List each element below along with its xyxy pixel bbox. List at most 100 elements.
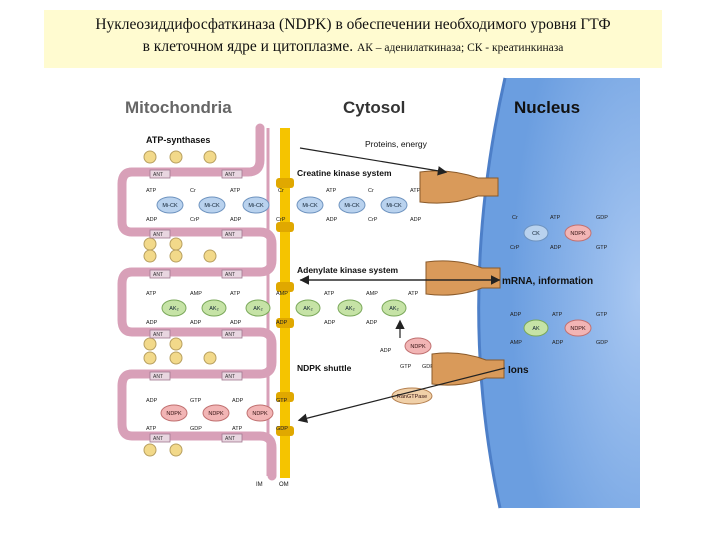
metabolite-adp: ADP: [550, 245, 562, 251]
enzyme-mi-ck: Mi-CK: [302, 203, 318, 209]
metabolite-adp: ADP: [380, 348, 392, 354]
metabolite-adp: ADP: [510, 312, 522, 318]
ant-label: ANT: [153, 232, 163, 238]
ck-enzymes: [156, 196, 549, 242]
enzyme-mi-ck: Mi-CK: [386, 203, 402, 209]
enzyme-mi-ck: Mi-CK: [204, 203, 220, 209]
ant-label: ANT: [225, 436, 235, 442]
nuclear-envelope: [477, 77, 507, 509]
metabolite-adp: ADP: [230, 320, 242, 326]
metabolite-atp: ATP: [324, 291, 335, 297]
header-nucleus: Nucleus: [514, 98, 580, 117]
metabolite-gdp: GDP: [596, 215, 608, 221]
metabolite-atp: ATP: [146, 291, 157, 297]
metabolite-atp: ATP: [550, 215, 561, 221]
metabolite-atp: ATP: [230, 188, 241, 194]
metabolite-gdp: GDP: [190, 426, 202, 432]
label-ran-gtpase: RanGTPase: [397, 394, 427, 400]
label-ck-system: Creatine kinase system: [297, 168, 392, 178]
metabolite-gtp: GTP: [276, 398, 288, 404]
inner-membrane: [117, 123, 277, 481]
enzyme-mi-ck: Mi-CK: [344, 203, 360, 209]
enzyme-ak2: AK₂: [303, 306, 312, 312]
caption-line-2: в клеточном ядре и цитоплазме. АК – аден…: [50, 36, 656, 59]
nuclear-pores: [419, 170, 505, 386]
ran-gtpase: [391, 387, 433, 405]
metabolite-adp: ADP: [326, 217, 338, 223]
label-om: OM: [279, 482, 289, 488]
nucleus-region: [478, 78, 640, 508]
ant-label: ANT: [225, 232, 235, 238]
atp-synthases: [143, 150, 217, 457]
metabolite-cr: Cr: [190, 188, 196, 194]
metabolite-gtp: GTP: [190, 398, 202, 404]
ant-label: ANT: [153, 436, 163, 442]
label-mrna: mRNA, information: [502, 276, 593, 287]
metabolite-gtp: GTP: [596, 245, 608, 251]
enzyme-ak-nucleus: AK: [532, 326, 540, 332]
metabolite-adp: ADP: [230, 217, 242, 223]
metabolite-amp: AMP: [366, 291, 378, 297]
metabolite-atp: ATP: [552, 312, 563, 318]
enzyme-mi-ck: Mi-CK: [162, 203, 178, 209]
metabolite-adp: ADP: [324, 320, 336, 326]
enzyme-ak2: AK₂: [345, 306, 354, 312]
metabolite-atp: ATP: [410, 188, 421, 194]
enzyme-ndpk-nucleus: NDPK: [570, 326, 586, 332]
enzyme-ck-nucleus: CK: [532, 231, 540, 237]
metabolite-atp: ATP: [146, 426, 157, 432]
label-ak-system: Adenylate kinase system: [297, 265, 399, 275]
metabolite-cr: Cr: [278, 188, 284, 194]
ant-transporters: [149, 169, 243, 443]
ant-label: ANT: [225, 272, 235, 278]
ndpk-enzymes: [160, 224, 592, 422]
caption-main: в клеточном ядре и цитоплазме.: [142, 38, 354, 55]
metabolite-adp: ADP: [146, 217, 158, 223]
metabolite-amp: AMP: [276, 291, 288, 297]
metabolite-adp: ADP: [276, 320, 288, 326]
metabolite-atp: ATP: [232, 426, 243, 432]
metabolite-crp: CrP: [368, 217, 378, 223]
metabolite-atp: ATP: [230, 291, 241, 297]
metabolite-adp: ADP: [146, 320, 158, 326]
metabolite-atp: ATP: [408, 291, 419, 297]
metabolite-adp: ADP: [146, 398, 158, 404]
ant-label: ANT: [225, 172, 235, 178]
enzyme-ak2: AK₂: [253, 306, 262, 312]
metabolite-gdp: GDP: [596, 340, 608, 346]
enzyme-ndpk: NDPK: [166, 411, 182, 417]
enzyme-ndpk-nucleus: NDPK: [570, 231, 586, 237]
metabolite-gtp: GTP: [400, 364, 412, 370]
metabolite-adp: ADP: [552, 340, 564, 346]
header-cytosol: Cytosol: [343, 98, 405, 117]
metabolite-crp: CrP: [190, 217, 200, 223]
arrows: [297, 147, 506, 423]
metabolite-adp: ADP: [366, 320, 378, 326]
ant-label: ANT: [153, 332, 163, 338]
metabolite-adp: ADP: [232, 398, 244, 404]
metabolite-crp: CrP: [510, 245, 520, 251]
metabolite-crp: CrP: [276, 217, 286, 223]
vdac-channel: [280, 128, 290, 478]
metabolite-amp: AMP: [190, 291, 202, 297]
enzyme-mi-ck: Mi-CK: [248, 203, 264, 209]
channel-plugs: [276, 178, 294, 436]
ak-enzymes: [161, 299, 549, 337]
enzyme-ndpk-cytosol: NDPK: [410, 344, 426, 350]
metabolite-cr: Cr: [368, 188, 374, 194]
ant-label: ANT: [153, 172, 163, 178]
metabolite-atp: ATP: [326, 188, 337, 194]
label-ions: Ions: [508, 365, 529, 376]
metabolite-gdp: GDP: [276, 426, 288, 432]
label-im: IM: [256, 482, 263, 488]
metabolite-amp: AMP: [510, 340, 522, 346]
enzyme-ndpk: NDPK: [252, 411, 268, 417]
ant-label: ANT: [225, 332, 235, 338]
metabolite-gdp: GDP: [422, 364, 434, 370]
label-proteins-energy: Proteins, energy: [365, 139, 428, 149]
enzyme-ak2: AK₂: [209, 306, 218, 312]
metabolite-atp: ATP: [146, 188, 157, 194]
header-mitochondria: Mitochondria: [125, 98, 232, 117]
metabolite-adp: ADP: [410, 217, 422, 223]
